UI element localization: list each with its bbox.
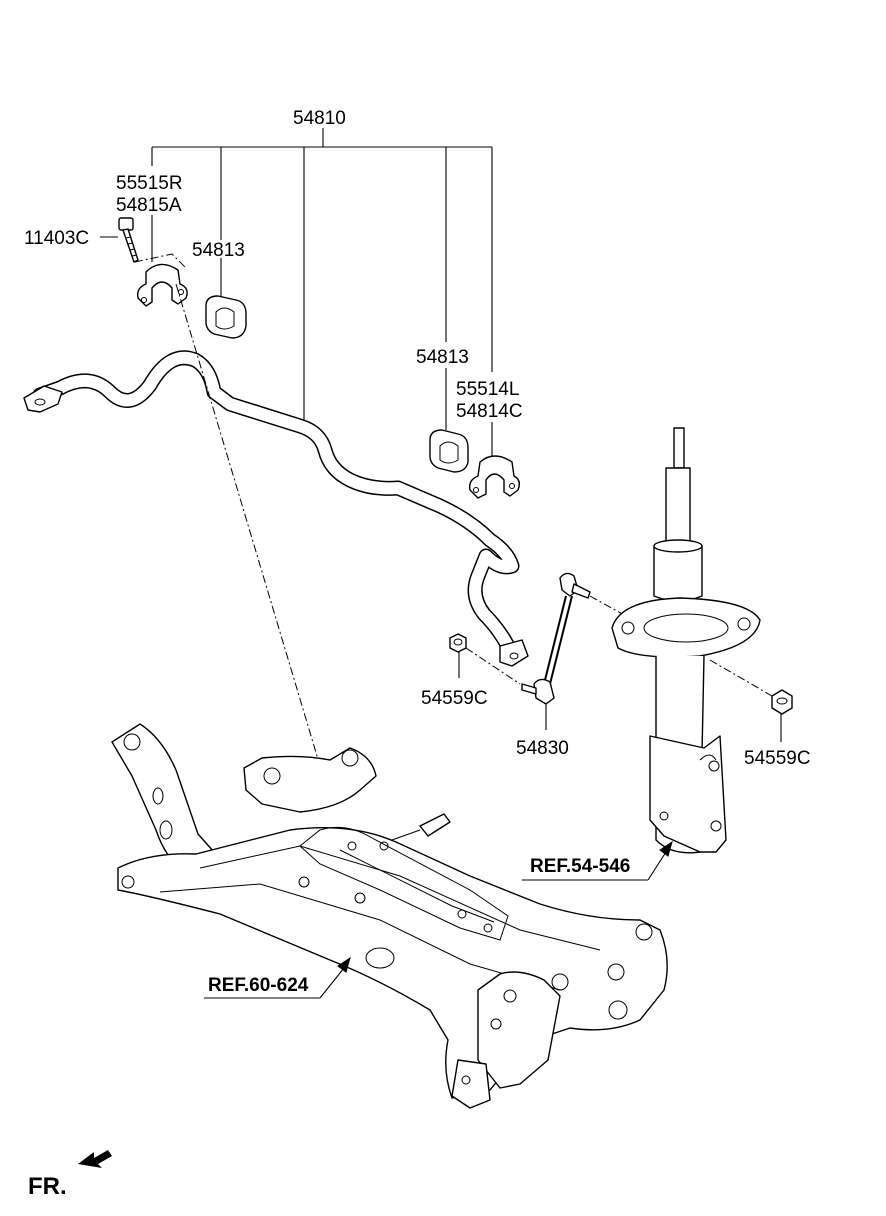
label-bracket-r: 55515R	[116, 173, 183, 194]
label-bolt: 11403C	[24, 228, 89, 249]
subframe-icon	[111, 723, 668, 1109]
label-bushing-left: 54813	[192, 240, 245, 261]
bushing-left-icon	[205, 295, 247, 339]
stabilizer-bar-icon	[23, 350, 529, 667]
label-link: 54830	[516, 738, 569, 759]
label-nut-left: 54559C	[421, 688, 488, 709]
bolt-icon	[118, 217, 139, 263]
nut-left-icon	[449, 633, 467, 653]
label-bracket-l: 55514L	[456, 379, 519, 400]
bracket-l-icon	[468, 455, 521, 499]
stabilizer-link-icon	[521, 572, 591, 705]
label-nut-right: 54559C	[744, 748, 811, 769]
ref-subframe-text: REF.60-624	[208, 975, 309, 996]
label-bracket-l-sub: 54814C	[456, 401, 523, 422]
front-direction-indicator: FR.	[28, 1150, 112, 1200]
arrow-icon	[78, 1150, 112, 1168]
label-bushing-right: 54813	[416, 347, 469, 368]
ref-subframe: REF.60-624	[204, 956, 351, 999]
label-bracket-r-sub: 54815A	[116, 195, 182, 216]
ref-strut: REF.54-546	[522, 840, 673, 881]
nut-right-icon	[771, 689, 793, 715]
assembly-leader-lines	[100, 128, 782, 742]
part-labels: 54810 55515R 54815A 11403C 54813 54813 5…	[24, 108, 811, 769]
bracket-r-icon	[136, 263, 188, 307]
front-label: FR.	[28, 1173, 67, 1200]
bushing-right-icon	[429, 429, 469, 473]
label-assembly: 54810	[293, 108, 346, 129]
ref-strut-text: REF.54-546	[530, 856, 630, 877]
strut-assembly-icon	[611, 427, 761, 854]
